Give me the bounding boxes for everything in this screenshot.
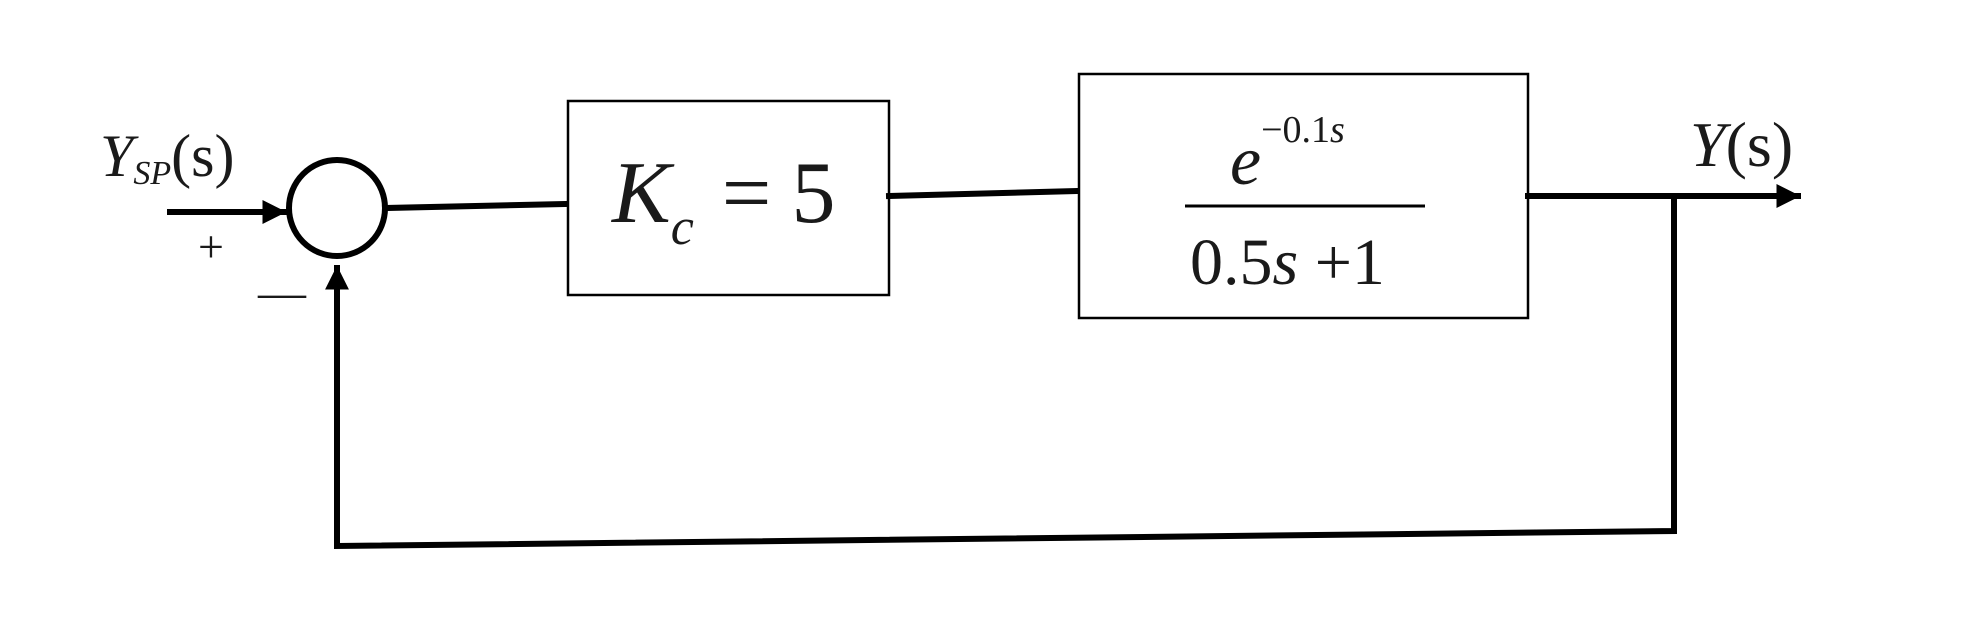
minus-sign: — bbox=[257, 266, 307, 319]
controller-equals: = bbox=[722, 145, 772, 242]
output-label-arg: (s) bbox=[1726, 109, 1794, 180]
numerator-exponent: −0.1 bbox=[1261, 109, 1330, 151]
output-label-base: Y bbox=[1690, 109, 1732, 180]
summing-junction bbox=[286, 157, 388, 259]
controller-value: 5 bbox=[791, 145, 835, 242]
plus-sign: + bbox=[198, 221, 224, 272]
denominator-rest: +1 bbox=[1298, 226, 1385, 299]
controller-block bbox=[566, 99, 891, 297]
wire-junction-to-controller bbox=[381, 200, 572, 212]
controller-label: Kc =5 bbox=[610, 145, 835, 256]
input-label: YSP(s) bbox=[100, 123, 234, 192]
process-numerator: e−0.1s bbox=[1230, 109, 1345, 200]
wire-controller-to-process bbox=[885, 187, 1083, 200]
input-label-subscript: SP bbox=[133, 155, 171, 192]
controller-symbol: K bbox=[610, 145, 675, 242]
process-block bbox=[1077, 72, 1530, 320]
output-label: Y(s) bbox=[1690, 109, 1793, 180]
controller-subscript: c bbox=[671, 199, 694, 256]
process-denominator: 0.5s +1 bbox=[1190, 226, 1385, 299]
denominator-coef: 0.5 bbox=[1190, 226, 1273, 299]
numerator-exponent-var: s bbox=[1330, 109, 1345, 151]
feedback-path bbox=[325, 193, 1677, 550]
numerator-base: e bbox=[1230, 123, 1261, 200]
input-label-base: Y bbox=[100, 123, 139, 189]
denominator-var: s bbox=[1273, 226, 1299, 299]
input-label-arg: (s) bbox=[171, 123, 234, 189]
